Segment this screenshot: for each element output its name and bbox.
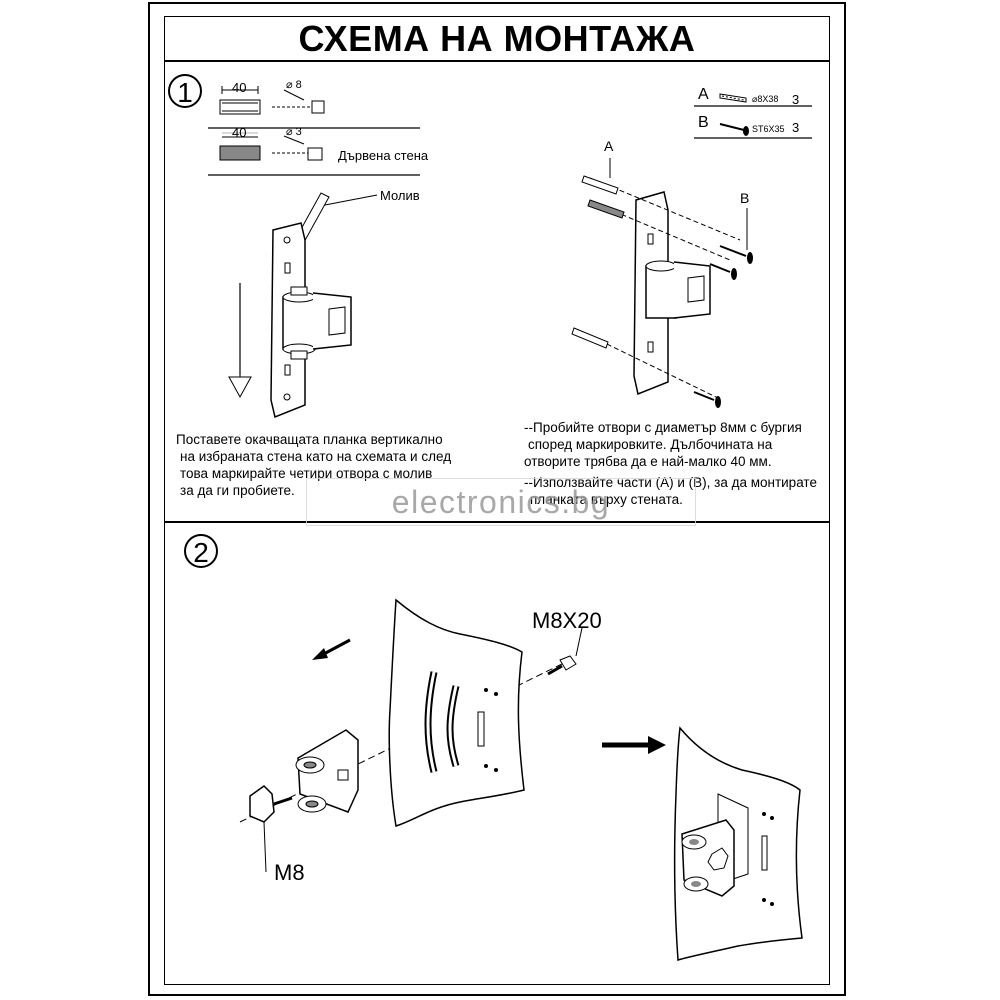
parts-legend	[694, 93, 812, 139]
label-a: A	[604, 138, 614, 154]
label-b: B	[740, 190, 750, 206]
step-2-panel	[164, 521, 830, 985]
right-instruction-line-1: --Пробийте отвори с диаметър 8мм с бурги…	[524, 420, 802, 435]
arrow-right-icon	[602, 736, 666, 754]
wood-wall-label: Дървена стена	[338, 148, 429, 163]
exploded-assembly-illustration	[239, 598, 583, 873]
assembled-mount-illustration	[673, 726, 803, 961]
title-panel: СХЕМА НА МОНТАЖА	[164, 16, 830, 62]
pencil-label: Молив	[380, 188, 420, 203]
step-2-number: 2	[184, 534, 218, 568]
page-title: СХЕМА НА МОНТАЖА	[298, 18, 696, 59]
part-a-spec: ⌀8X38	[752, 94, 779, 104]
step-1-number: 1	[168, 74, 202, 108]
right-instruction-line-5: планката върху стената.	[530, 492, 683, 507]
left-instruction-line-3: това маркирайте четири отвора с молив	[180, 466, 433, 481]
left-instruction-line-4: за да ги пробиете.	[180, 483, 295, 498]
left-instruction-line-1: Поставете окачващата планка вертикално	[176, 432, 443, 447]
diameter-top: ⌀ 8	[286, 79, 302, 91]
step-1-panel	[164, 60, 830, 523]
drill-depth-diagram	[208, 86, 420, 176]
right-instruction-line-2: според маркировките. Дълбочината на	[528, 437, 773, 452]
bracket-anchoring-illustration	[571, 158, 753, 408]
dimension-top: 40	[232, 80, 247, 95]
knob-label: M8	[274, 860, 305, 885]
part-b-spec: ST6X35	[752, 124, 785, 134]
diameter-bottom: ⌀ 3	[286, 126, 302, 138]
part-b-letter: B	[698, 114, 709, 131]
bolt-label: M8X20	[532, 608, 602, 633]
watermark: electronics.bg	[306, 478, 696, 526]
page-frame	[148, 2, 846, 996]
bracket-marking-illustration	[228, 192, 378, 419]
part-a-qty: 3	[792, 92, 800, 107]
dimension-bottom: 40	[232, 125, 247, 140]
arrow-left-icon	[312, 638, 351, 660]
left-instruction-line-2: на избраната стена като на схемата и сле…	[180, 449, 452, 464]
part-a-letter: A	[698, 86, 709, 103]
part-b-qty: 3	[792, 120, 800, 135]
right-instruction-line-3: отворите трябва да е най-малко 40 мм.	[524, 454, 772, 469]
